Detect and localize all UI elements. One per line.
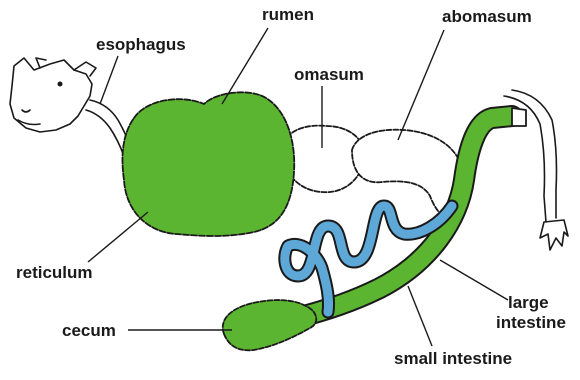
label-esophagus: esophagus xyxy=(96,35,186,54)
label-abomasum: abomasum xyxy=(442,7,532,26)
large-intestine-leader xyxy=(440,260,508,300)
reticulum-leader xyxy=(88,212,148,262)
label-large-intestine-line1: large xyxy=(508,293,549,312)
cecum-organ xyxy=(223,300,317,350)
label-reticulum: reticulum xyxy=(16,263,93,282)
small-intestine-leader xyxy=(408,286,432,346)
label-small-intestine: small intestine xyxy=(394,349,512,368)
label-cecum: cecum xyxy=(62,321,116,340)
cow-head-drawing xyxy=(10,58,96,132)
label-large-intestine-line2: intestine xyxy=(496,313,566,332)
abomasum-leader xyxy=(398,30,444,140)
large-intestine-end xyxy=(512,108,526,126)
rumen-reticulum-organ xyxy=(122,92,294,236)
label-rumen: rumen xyxy=(262,5,314,24)
esophagus-leader xyxy=(100,56,118,104)
label-omasum: omasum xyxy=(294,65,364,84)
